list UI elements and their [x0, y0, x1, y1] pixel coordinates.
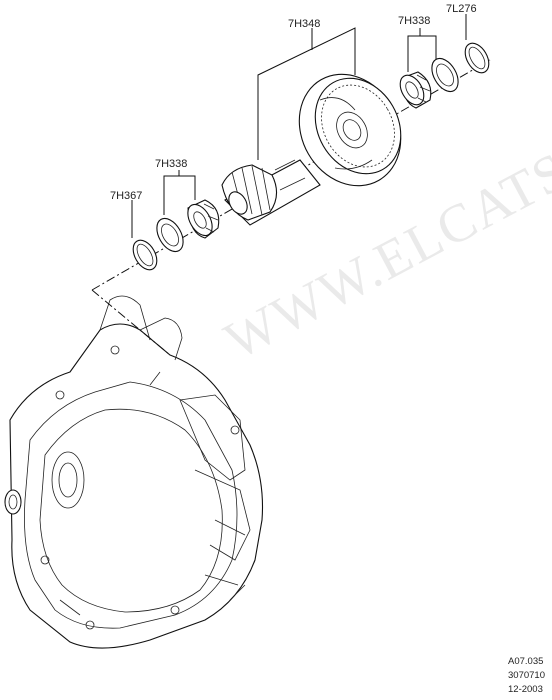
footer-code-2: 3070710	[508, 670, 545, 681]
output-shaft-gear	[221, 73, 402, 226]
bearing-race-left	[156, 217, 184, 253]
snap-ring-left	[132, 239, 158, 271]
label-7l276: 7L276	[446, 3, 477, 15]
label-7h367: 7H367	[110, 190, 142, 202]
transmission-case	[4, 295, 263, 649]
leader-lines	[131, 14, 467, 238]
roller-bearing-left	[187, 199, 220, 239]
roller-bearing-right	[399, 71, 432, 109]
footer-code-3: 12-2003	[508, 684, 543, 695]
label-7h348: 7H348	[288, 18, 320, 30]
label-7h338-right: 7H338	[398, 15, 430, 27]
footer-code-1: A07.035	[508, 656, 543, 667]
bearing-race-right	[431, 57, 459, 93]
label-7h338-left: 7H338	[155, 158, 187, 170]
snap-ring-right	[464, 42, 490, 74]
